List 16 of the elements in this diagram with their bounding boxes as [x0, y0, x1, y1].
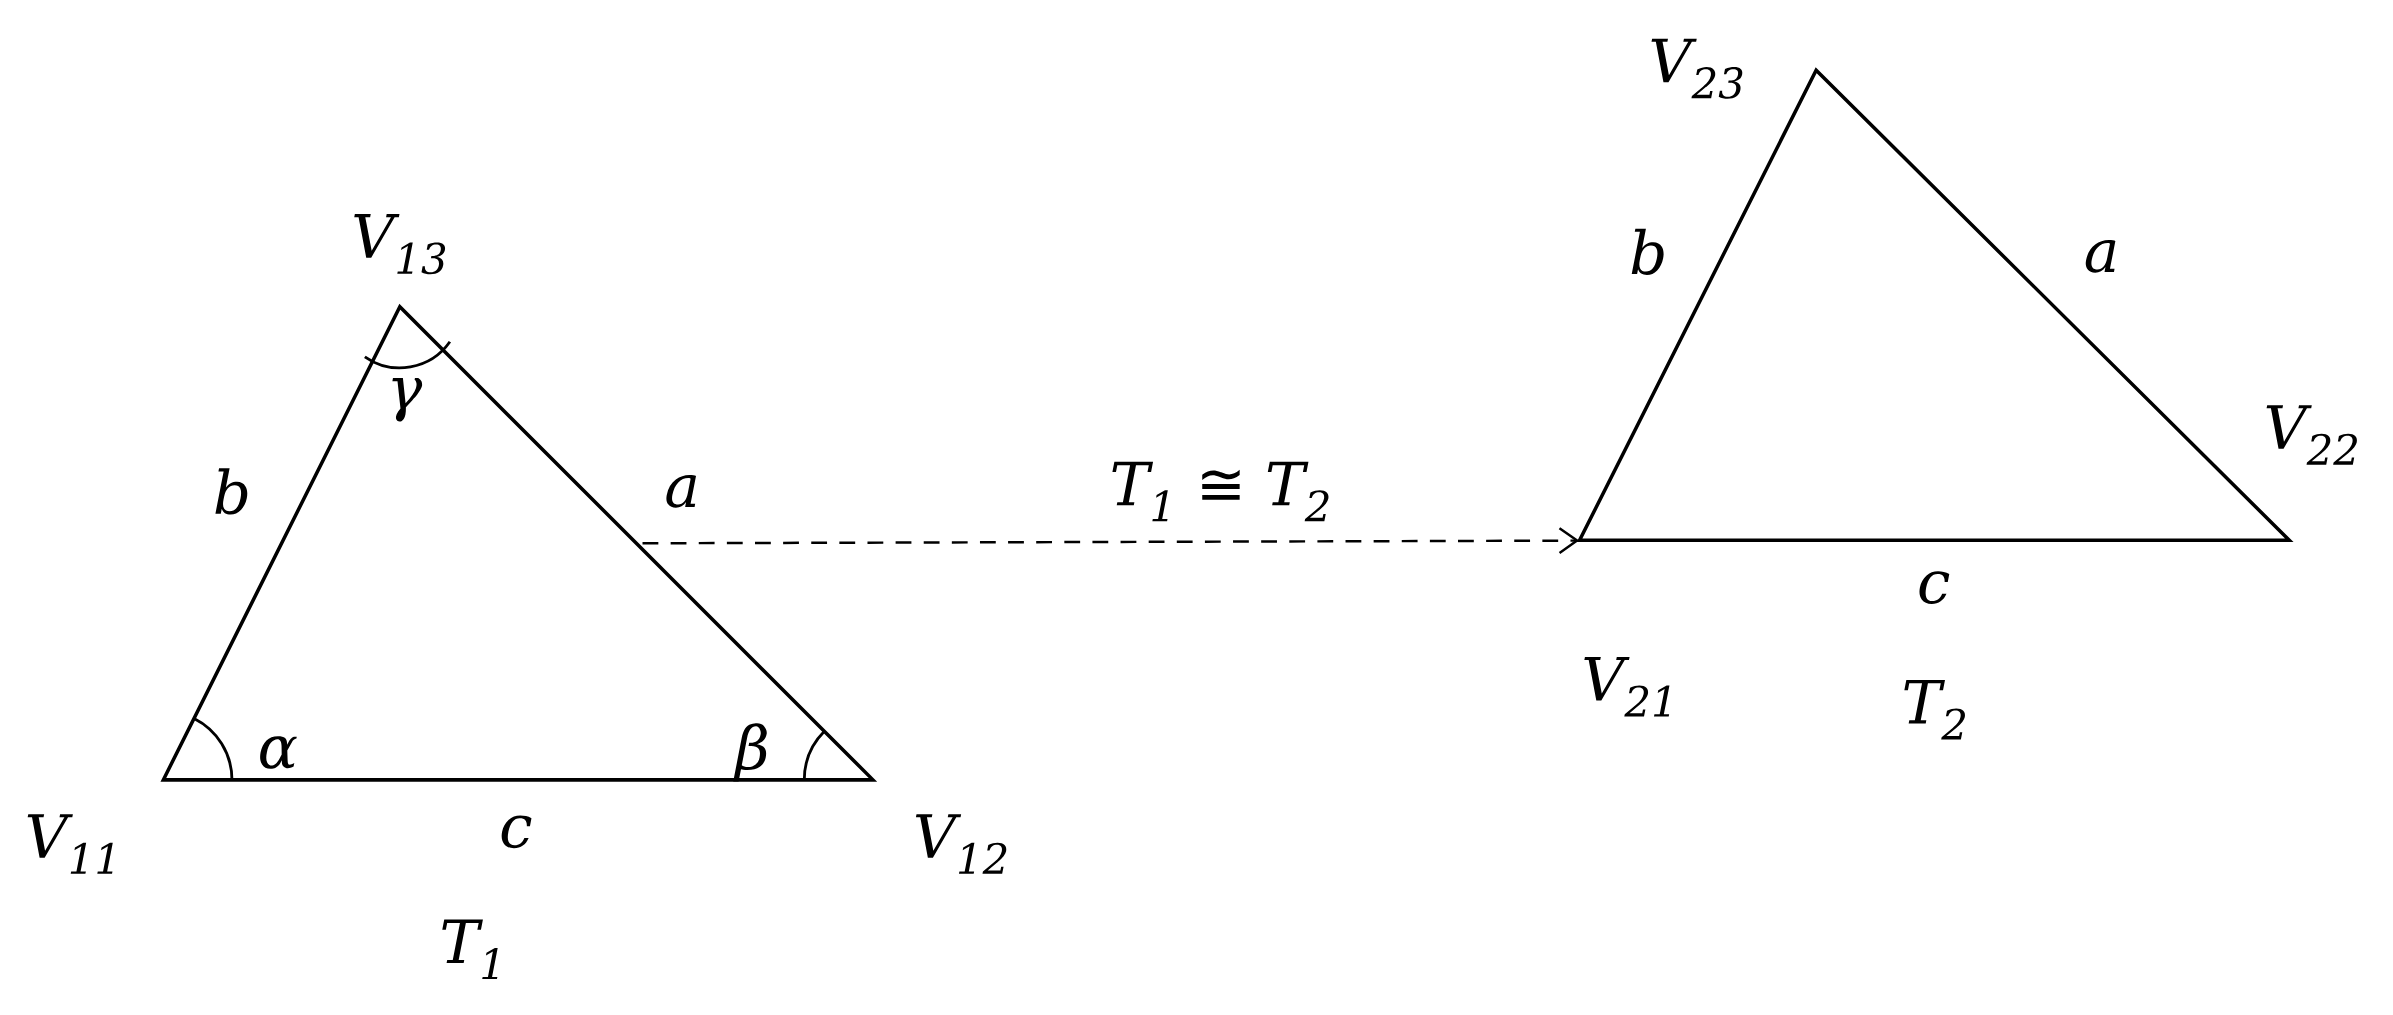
vertex-label: V$_{23}$: [1651, 38, 1743, 99]
side-label: a: [666, 475, 696, 508]
vertex-label: V$_{21}$: [1584, 657, 1670, 717]
side-label: a: [2085, 240, 2116, 273]
arrow: [642, 527, 1580, 554]
angle-label: α: [260, 736, 297, 769]
triangle-label: T$_{1}$: [442, 919, 498, 980]
vertex-label: V$_{22}$: [2266, 405, 2357, 465]
angle-label: γ: [392, 378, 423, 422]
angle-label: β: [733, 723, 767, 782]
vertex-label: V$_{11}$: [27, 814, 113, 874]
edge-label: T$_{1}$ ≅ T$_{2}$: [1112, 461, 1329, 522]
side-label: b: [215, 468, 248, 515]
vertex-label: V$_{12}$: [915, 814, 1007, 874]
side-label: b: [1631, 228, 1664, 275]
triangle-label: T$_{2}$: [1904, 679, 1965, 740]
